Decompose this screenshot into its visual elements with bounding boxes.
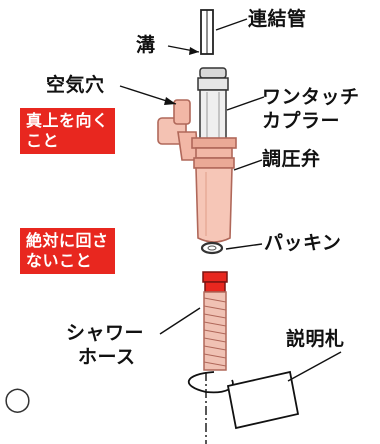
warning-do-not-rotate-line2: ないこと: [26, 251, 93, 270]
label-shower-hose-line1: シャワー: [66, 322, 145, 344]
warning-face-up: 真上を向く こと: [20, 108, 115, 154]
shower-hose-drawing: [202, 271, 228, 371]
label-shower-hose-line2: ホース: [78, 346, 136, 368]
circle-marker-icon: ◯: [4, 385, 31, 413]
connecting-pipe: [200, 9, 214, 55]
groove-arrowhead: [189, 47, 199, 55]
warning-face-up-line1: 真上を向く: [26, 111, 109, 130]
label-groove: 溝: [136, 34, 156, 56]
label-packing: パッキン: [264, 232, 342, 254]
one-touch-coupler: [197, 67, 229, 141]
warning-face-up-line2: こと: [26, 131, 60, 150]
label-air-hole: 空気穴: [46, 74, 105, 96]
label-one-touch-coupler-line2: カプラー: [262, 110, 341, 132]
pressure-valve-body: [157, 99, 237, 243]
label-connecting-pipe: 連結管: [248, 8, 307, 30]
warning-do-not-rotate: 絶対に回さ ないこと: [20, 228, 115, 274]
label-one-touch-coupler-line1: ワンタッチ: [262, 86, 360, 108]
air-hole-arrowhead: [164, 97, 176, 105]
label-instruction-tag: 説明札: [286, 328, 345, 350]
warning-do-not-rotate-line1: 絶対に回さ: [26, 231, 109, 250]
label-pressure-valve: 調圧弁: [262, 148, 321, 170]
packing-ring: [200, 241, 224, 255]
leader-lines: [119, 18, 342, 382]
instruction-tag-drawing: [187, 370, 300, 430]
